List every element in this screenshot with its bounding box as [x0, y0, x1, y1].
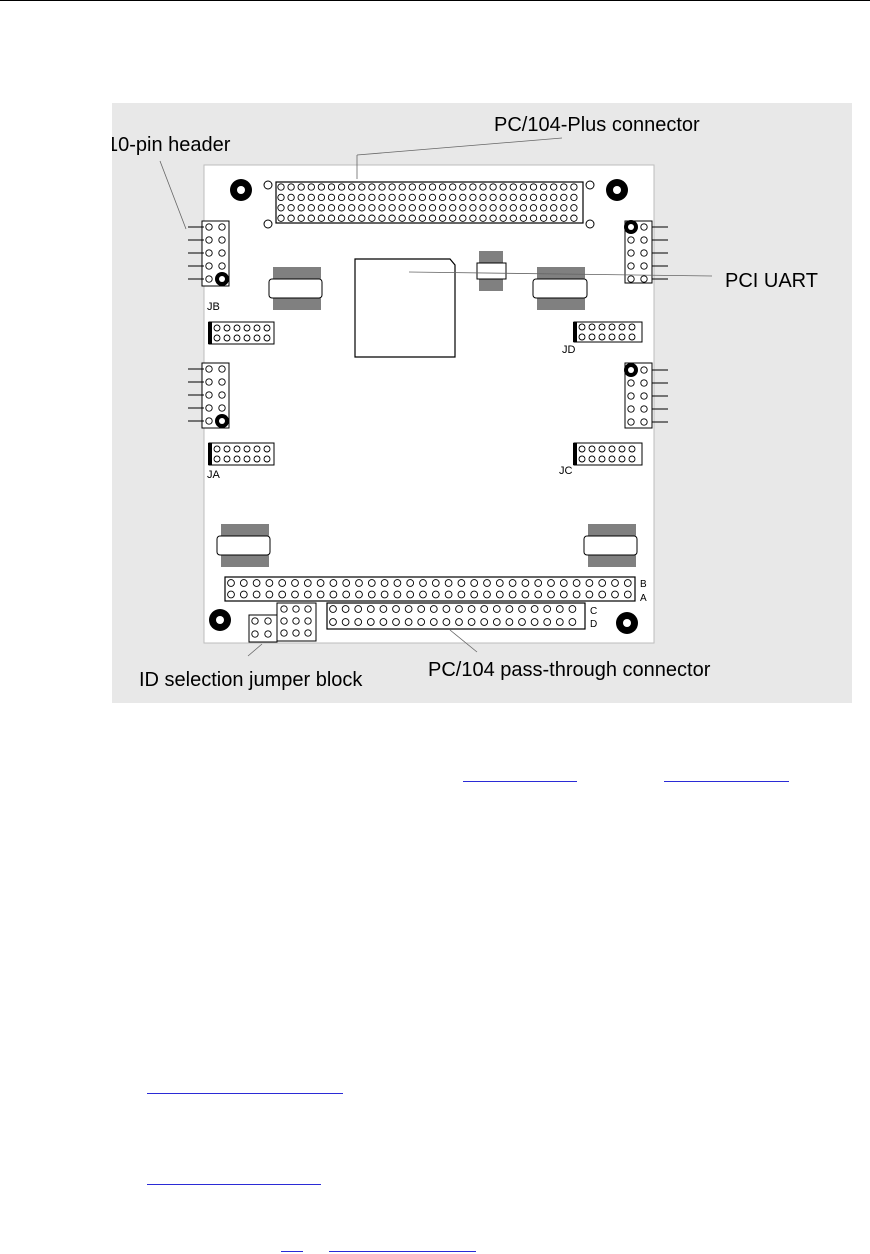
row-label-c: C — [590, 606, 597, 617]
label-jd: JD — [562, 344, 576, 356]
callout-pc104-plus: PC/104-Plus connector — [494, 114, 700, 136]
hyperlink-underline-3[interactable] — [147, 1093, 343, 1094]
hyperlink-underline-4[interactable] — [147, 1184, 321, 1185]
callout-10-pin-header: 10-pin header — [112, 134, 231, 156]
board-layout-diagram: PC/104-Plus connector 10-pin header PCI … — [112, 103, 852, 703]
small-ic-top — [476, 251, 507, 291]
jumper-strip-jb — [208, 321, 275, 345]
callout-id-jumper: ID selection jumper block — [139, 669, 363, 691]
hyperlink-underline-2[interactable] — [664, 781, 789, 782]
label-ja: JA — [207, 469, 221, 481]
pci-uart-chip — [354, 258, 456, 358]
pc104-passthrough-cd — [326, 602, 586, 630]
callout-pc104-passthrough: PC/104 pass-through connector — [428, 659, 711, 681]
callout-pci-uart: PCI UART — [725, 270, 818, 292]
jumper-strip-jd — [573, 321, 643, 343]
label-jb: JB — [207, 301, 220, 313]
ic-transceiver-4 — [583, 524, 638, 567]
circuit-board — [203, 164, 655, 644]
row-label-b: B — [640, 579, 647, 590]
jumper-strip-jc — [573, 442, 643, 466]
ic-transceiver-3 — [216, 524, 271, 567]
callout-leader-lines — [159, 137, 713, 657]
jumper-strip-ja — [208, 442, 275, 466]
header-ja — [188, 362, 230, 429]
row-label-d: D — [590, 619, 597, 630]
hyperlink-underline-1[interactable] — [463, 781, 577, 782]
pc104-plus-connector — [275, 181, 584, 224]
ic-transceiver-1 — [268, 267, 323, 310]
board-layout-figure: PC/104-Plus connector 10-pin header PCI … — [112, 103, 852, 703]
ic-transceiver-2 — [532, 267, 588, 310]
hyperlink-underline-6[interactable] — [329, 1251, 476, 1252]
id-selection-jumper-block — [248, 602, 317, 643]
top-page-rule — [0, 0, 870, 1]
row-label-a: A — [640, 593, 647, 604]
label-jc: JC — [559, 465, 573, 477]
header-jb — [188, 220, 230, 287]
header-jd — [624, 220, 668, 284]
header-jc — [624, 362, 668, 429]
hyperlink-underline-5[interactable] — [281, 1251, 303, 1252]
pc104-passthrough-ab — [224, 576, 636, 602]
